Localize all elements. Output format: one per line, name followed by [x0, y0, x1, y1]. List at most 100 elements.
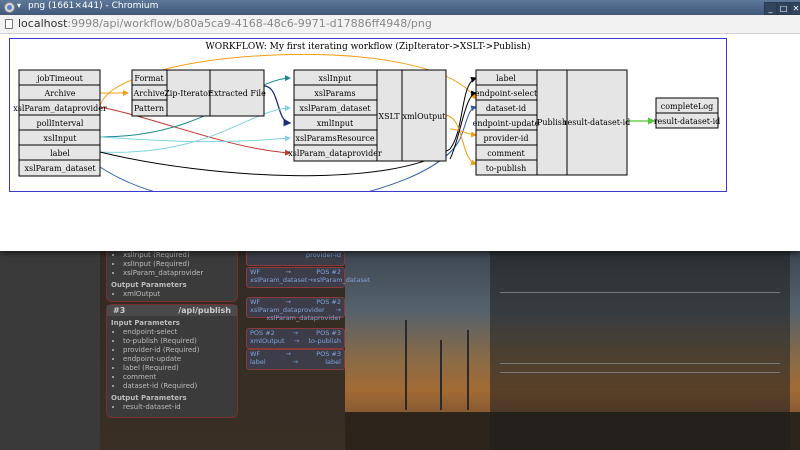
chevron-down-icon[interactable]: ▾ [17, 1, 22, 10]
mapping-to: POS #3 [316, 329, 341, 337]
input-param: endpoint-update [123, 355, 237, 364]
mapping-arrow: → [335, 306, 341, 314]
boat-mast [467, 330, 469, 410]
input-param: comment [123, 373, 237, 382]
xslt-port-label: xslParams [314, 89, 355, 98]
output-param: xmlOutput [123, 290, 237, 299]
xslt-node-name: XSLT [378, 112, 400, 121]
maximize-button[interactable]: □ [777, 2, 790, 15]
mapping-from: WF [250, 268, 261, 276]
panel-number: #3 [113, 306, 126, 315]
close-button[interactable]: ✕ [790, 2, 800, 15]
panel-header: #3 /api/publish [107, 305, 237, 316]
xslt-node: xslInput xslParams xslParam_dataset xmlI… [288, 69, 447, 162]
mapping-target: xslParam_dataprovider [266, 314, 341, 322]
zip-iterator-node: Format Archive Pattern Zip-Iterator Extr… [131, 69, 266, 117]
input-param: dataset-id (Required) [123, 382, 237, 391]
zip-port-label: Format [134, 74, 164, 83]
workflow-output-node: completeLog result-dataset-id [654, 97, 720, 129]
boat-mast [405, 320, 407, 410]
mapping-from: POS #2 [250, 329, 275, 337]
edge-dataset-publish [99, 105, 477, 191]
publish-output-port: result-dataset-id [564, 118, 631, 127]
address-bar[interactable]: localhost:9998/api/workflow/b80a5ca9-416… [0, 15, 800, 34]
mapping-arrow: → [292, 329, 299, 337]
minimize-button[interactable]: _ [764, 2, 777, 15]
input-param: endpoint-select [123, 328, 237, 337]
xslt-output-port: xmlOutput [402, 112, 446, 121]
input-param: label (Required) [123, 364, 237, 373]
input-port-label: jobTimeout [36, 74, 84, 83]
xslt-port-label: xslInput [319, 74, 353, 83]
input-param: xslInput (Required) [123, 260, 237, 269]
mapping-from: WF [250, 350, 261, 358]
publish-port-label: endpoint-select [475, 89, 538, 98]
input-param: to-publish (Required) [123, 337, 237, 346]
zip-node-name: Zip-Iterator [164, 89, 212, 98]
mapping-arrow: → [285, 350, 291, 358]
input-params-title: Input Parameters [111, 319, 180, 327]
edge-extract-xmlinput [263, 85, 292, 127]
panel-api-path[interactable]: /api/publish [178, 306, 231, 315]
zip-output-port: Extracted File [208, 89, 266, 98]
publish-port-label: label [496, 74, 516, 83]
mapping-card: WF→POS #2 xslParam_dataprovider→ xslPara… [246, 297, 345, 322]
operation-panel-2: xslInput (Required) xslInput (Required) … [106, 246, 238, 302]
publish-port-label: endpoint-update [473, 119, 540, 128]
mapping-arrow: → [285, 298, 291, 306]
operation-panel-3: #3 /api/publish Input Parameters endpoin… [106, 304, 238, 418]
mapping-source: label [250, 358, 266, 366]
xslt-port-label: xslParamsResource [295, 134, 374, 143]
xslt-port-label: xmlInput [317, 119, 354, 128]
mapping-card: WF → POS #3 label → label [246, 349, 345, 370]
edge-xslparam-xslt [99, 135, 291, 143]
window-titlebar[interactable]: ▾ png (1661×441) - Chromium _ □ ✕ [0, 0, 800, 15]
input-port-label: Archive [43, 89, 75, 98]
mapping-source: xslParam_dataprovider [250, 306, 325, 314]
input-port-label: xslParam_dataset [24, 164, 96, 173]
output-params-title: Output Parameters [111, 394, 187, 402]
mapping-source: xmlOutput [250, 337, 285, 345]
xslt-port-label: xslParam_dataprovider [288, 149, 382, 158]
boat-mast [440, 340, 442, 410]
edge-label-publish [99, 76, 477, 177]
mapping-target: label [325, 358, 341, 366]
edge-xmloutput-topublish [445, 114, 477, 166]
mapping-to: POS #3 [316, 350, 341, 358]
background-left-strip [0, 250, 100, 450]
input-port-label: xslParam_dataprovider [13, 104, 107, 113]
mapping-to: POS #2 [316, 268, 341, 276]
publish-port-label: to-publish [486, 164, 527, 173]
mapping-from: WF [250, 298, 261, 306]
input-param: xslParam_dataprovider [123, 269, 237, 278]
edge-dataprovider-xslt [99, 106, 291, 156]
mapping-source: xslParam_dataset [250, 276, 308, 284]
mapping-to: POS #2 [316, 298, 341, 306]
workflow-title: WORKFLOW: My first iterating workflow (Z… [206, 41, 531, 52]
workflow-inputs-node: jobTimeout Archive xslParam_dataprovider… [13, 69, 107, 177]
zip-port-label: Archive [132, 89, 164, 98]
input-port-label: pollInterval [37, 119, 84, 128]
publish-port-label: dataset-id [486, 104, 526, 113]
mapping-card: POS #2→POS #3 xmlOutput→to-publish [246, 328, 345, 349]
output-node-name: completeLog [661, 102, 714, 111]
edge-xslparam-dataset [99, 105, 291, 153]
input-param: provider-id (Required) [123, 346, 237, 355]
mapping-arrow: → [285, 268, 291, 276]
output-param: result-dataset-id [123, 403, 237, 412]
stats-panel [490, 250, 790, 450]
output-params-title: Output Parameters [111, 281, 187, 289]
input-param: xslInput (Required) [123, 251, 237, 260]
mapping-arrow: → [292, 358, 299, 366]
xslt-port-label: xslParam_dataset [299, 104, 371, 113]
page-icon [5, 19, 13, 29]
publish-port-label: provider-id [484, 134, 529, 143]
input-port-label: label [50, 149, 70, 158]
chromium-popup-window: ▾ png (1661×441) - Chromium _ □ ✕ localh… [0, 0, 800, 251]
stats-divider [500, 292, 780, 293]
edge-provider [449, 128, 477, 138]
stats-divider [500, 372, 780, 373]
window-title: png (1661×441) - Chromium [28, 1, 159, 11]
mapping-card: provider-id [246, 250, 345, 266]
url-text[interactable]: localhost:9998/api/workflow/b80a5ca9-416… [18, 17, 432, 30]
